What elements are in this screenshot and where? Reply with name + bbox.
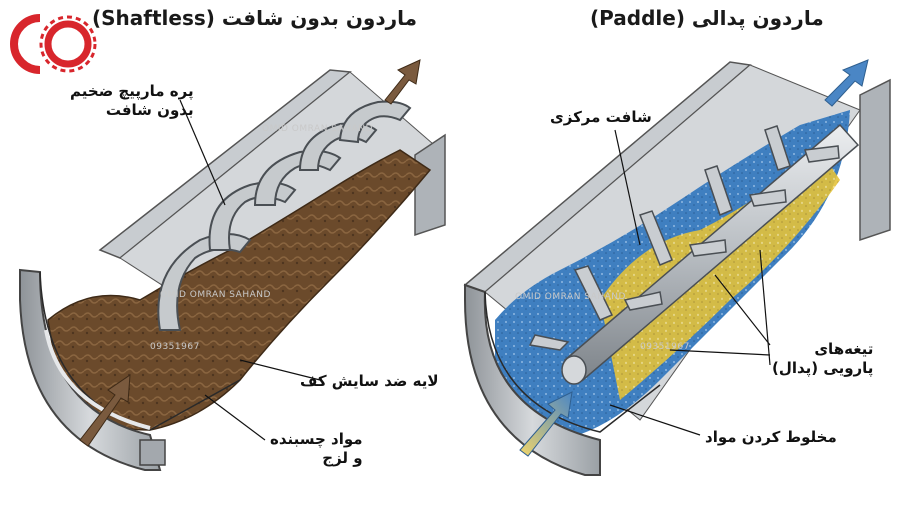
trough-foot	[139, 439, 166, 466]
label-central-shaft: شافت مرکزی	[550, 108, 652, 126]
brand-logo	[10, 14, 97, 74]
label-paddle-blades: تیغه‌های پارویی (پدال)	[772, 340, 874, 377]
material-outflow-arrow	[384, 59, 421, 105]
anti-wear-liner	[44, 329, 151, 430]
right-leader-lines	[609, 129, 771, 436]
left-leader-lines	[179, 99, 321, 441]
spiral-flights	[157, 100, 412, 331]
material-inflow-arrow	[79, 374, 131, 447]
watermark-phone: 09351967	[150, 342, 200, 352]
right-panel-title: ماردون پدالی (Paddle)	[590, 6, 824, 30]
label-material-mixing: مخلوط کردن مواد	[705, 428, 837, 446]
watermark-brand: OMID OMRAN SAHAND	[262, 124, 373, 134]
paddle-conveyor	[463, 59, 891, 476]
watermark-phone: 09351967	[640, 342, 690, 352]
label-anti-wear-liner: لایه ضد سایش کف	[300, 372, 439, 390]
trough-end-support	[859, 78, 891, 242]
material-outflow-arrow	[824, 59, 869, 107]
material-inflow-arrow	[519, 391, 573, 457]
watermark-brand: OMID OMRAN SAHAND	[515, 292, 626, 302]
shaftless-conveyor	[19, 59, 446, 471]
watermark-brand: OMID OMRAN SAHAND	[160, 290, 271, 300]
label-shaftless-spiral: پره مارپیچ ضخیم بدون شافت	[70, 82, 194, 119]
trough-end-support	[414, 133, 446, 237]
paddle-blades	[528, 125, 840, 351]
left-panel-title: ماردون بدون شافت (Shaftless)	[92, 6, 417, 30]
label-sticky-material: مواد چسبنده و لزج	[270, 430, 363, 467]
